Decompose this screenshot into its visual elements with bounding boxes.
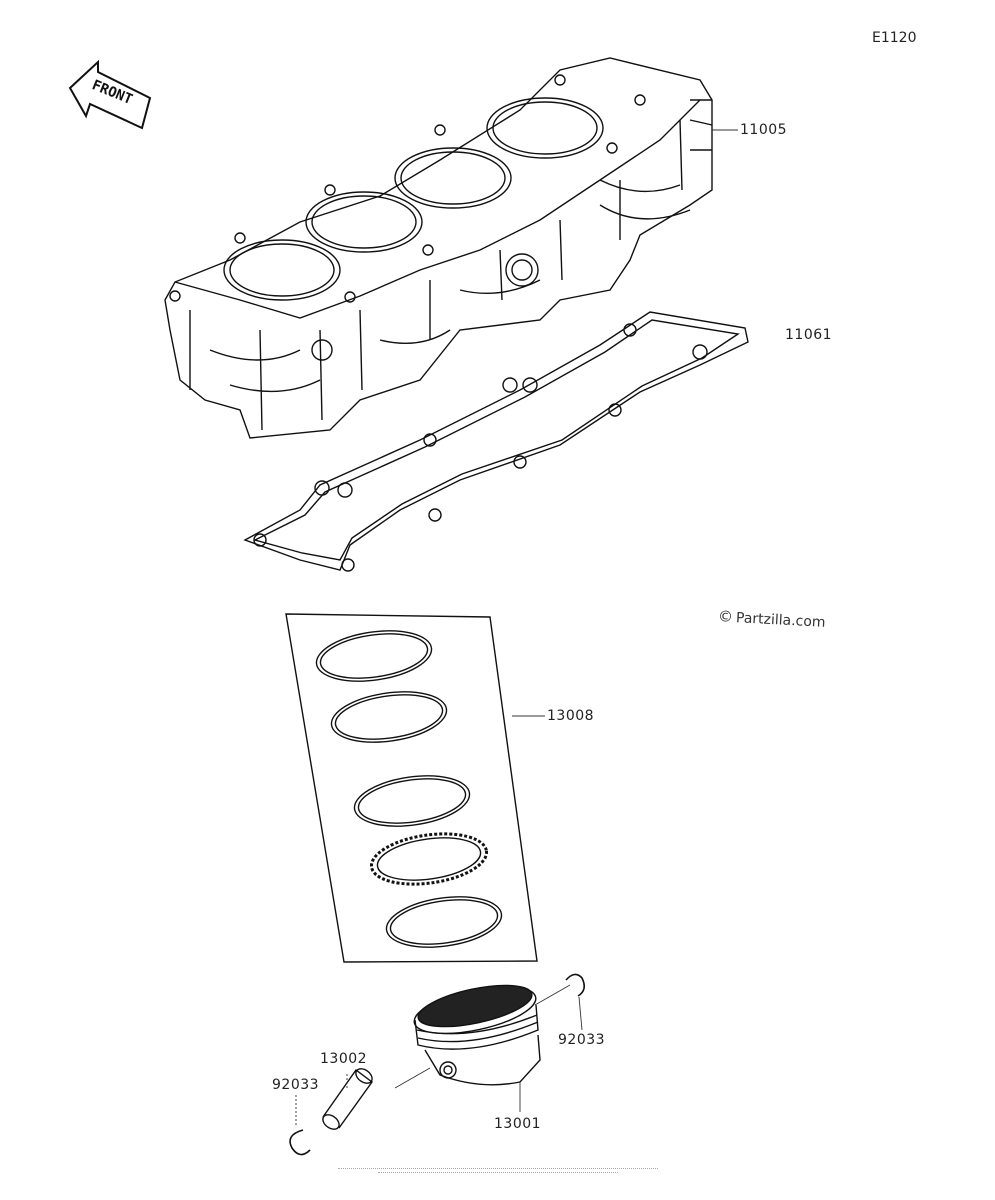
part-callout-92033-right[interactable]: 92033 xyxy=(558,1032,606,1048)
part-callout-92033-left[interactable]: 92033 xyxy=(272,1077,320,1093)
front-arrow-icon: FRONT xyxy=(68,59,152,130)
part-callout-13001[interactable]: 13001 xyxy=(494,1116,542,1132)
diagram-reference: E1120 xyxy=(872,30,917,46)
piston xyxy=(413,984,541,1086)
piston-ring-set xyxy=(285,613,538,963)
fine-print-lines xyxy=(318,1166,678,1176)
cylinder-base-gasket xyxy=(243,311,749,572)
circlip-left xyxy=(289,1129,311,1156)
leader-lines xyxy=(295,129,738,1125)
part-callout-13002[interactable]: 13002 xyxy=(320,1051,368,1067)
circlip-right xyxy=(565,973,586,997)
part-callout-13008[interactable]: 13008 xyxy=(547,708,595,724)
part-callout-11005[interactable]: 11005 xyxy=(740,122,788,138)
cylinder-block xyxy=(164,57,713,439)
part-callout-11061[interactable]: 11061 xyxy=(785,327,833,343)
copyright-symbol: © xyxy=(717,607,734,626)
piston-pin xyxy=(322,1068,373,1130)
